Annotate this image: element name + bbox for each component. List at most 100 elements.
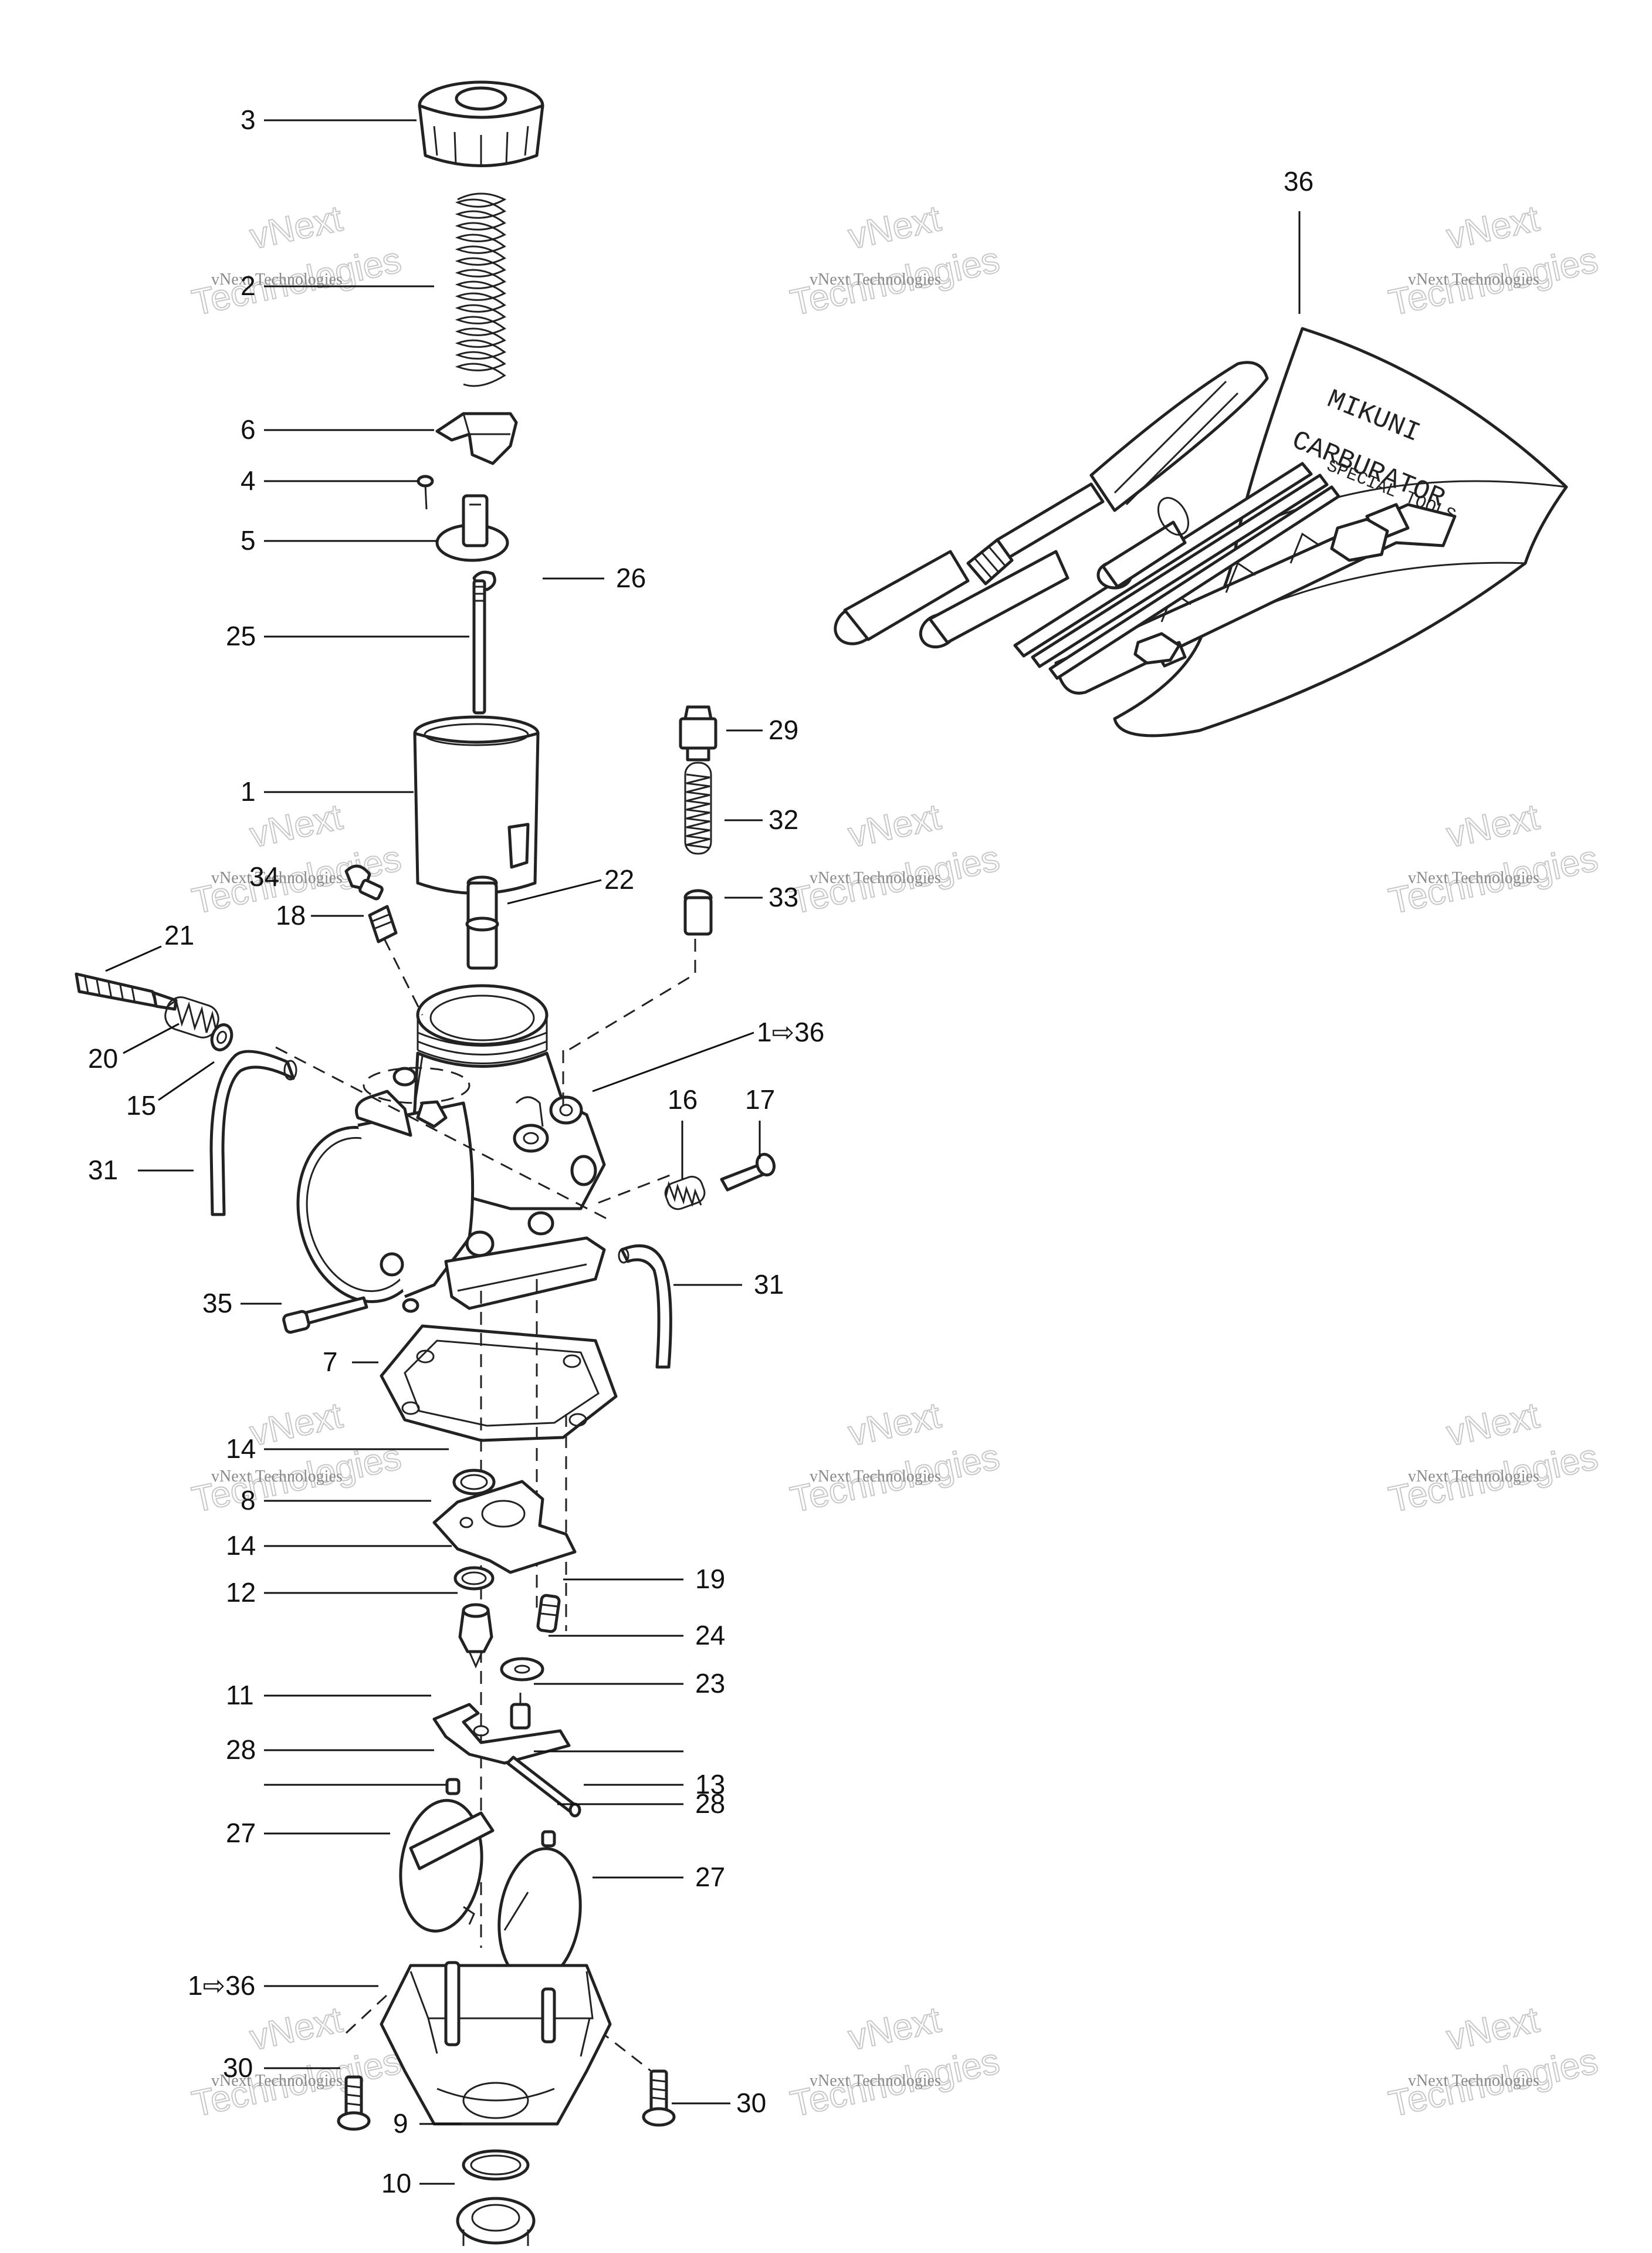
callout-33: 33 <box>769 882 798 912</box>
part-float-retainer-right <box>541 1830 556 1848</box>
part-air-screw-cap <box>683 889 713 936</box>
watermark-brand: vNext <box>246 797 346 855</box>
callout-5: 5 <box>241 525 256 556</box>
watermark-text: vNext Technologies <box>810 1467 941 1486</box>
watermark-text: vNext Technologies <box>211 1467 343 1486</box>
part-washer <box>210 1023 233 1051</box>
watermark-9: vNext Technologies vNext Technologies <box>1384 1395 1602 1521</box>
watermark-10: vNext Technologies vNext Technologies <box>188 1999 405 2125</box>
watermark-text: vNext Technologies <box>1408 270 1539 289</box>
watermark-text: vNext Technologies <box>1408 869 1539 887</box>
part-float-left <box>399 1799 495 1933</box>
callout-26: 26 <box>616 563 646 593</box>
callout-14-bottom: 14 <box>226 1530 256 1561</box>
watermark-brand: vNext <box>246 1395 346 1454</box>
watermark-8: vNext Technologies vNext Technologies <box>786 1395 1003 1521</box>
callout-14-top: 14 <box>226 1433 256 1464</box>
watermark-brand: vNext <box>246 198 346 257</box>
callout-8: 8 <box>241 1485 256 1515</box>
watermark-2: vNext Technologies vNext Technologies <box>786 198 1003 324</box>
callout-1: 1 <box>241 776 256 807</box>
callout-34: 34 <box>249 861 279 892</box>
callout-27-left: 27 <box>226 1818 256 1848</box>
watermark-brand: vNext <box>845 1395 944 1454</box>
part-vent-hose-right <box>618 1244 672 1369</box>
watermark-brand: vNext <box>845 2000 944 2058</box>
leader-lines <box>105 119 1301 2185</box>
watermark-brand: vNext <box>1443 797 1542 855</box>
part-chamber-screw-left <box>337 2075 371 2131</box>
callout-9: 9 <box>393 2108 408 2139</box>
part-idle-screw <box>75 972 178 1011</box>
callout-17: 17 <box>745 1084 775 1115</box>
watermark-text: vNext Technologies <box>1408 2072 1539 2090</box>
part-main-jet <box>458 1603 493 1669</box>
callout-1to36-bottom: 1⇨36 <box>188 1970 255 2001</box>
watermark-brand: vNext <box>1443 198 1542 257</box>
callout-12: 12 <box>226 1577 256 1608</box>
part-carburetor-body <box>296 984 606 1313</box>
watermark-6: vNext Technologies vNext Technologies <box>1384 796 1602 922</box>
callout-31-left: 31 <box>88 1155 118 1185</box>
parts: MIKUNI CARBURATOR SPECIAL TOOLS <box>75 80 1568 2246</box>
part-jet-needle <box>472 579 486 715</box>
part-float-chamber <box>380 1961 612 2126</box>
callout-30-left: 30 <box>223 2052 253 2083</box>
watermark-brand: vNext <box>845 198 944 257</box>
callout-3: 3 <box>241 104 256 135</box>
watermark-11: vNext Technologies vNext Technologies <box>786 1999 1003 2125</box>
watermark-brand: vNext <box>845 797 944 855</box>
callout-28-left: 28 <box>226 1734 256 1765</box>
callout-4: 4 <box>241 465 256 496</box>
callout-1to36-top: 1⇨36 <box>757 1017 824 1047</box>
part-pilot-screw <box>344 864 398 943</box>
callout-29: 29 <box>769 715 798 745</box>
watermark-text: vNext Technologies <box>1408 1467 1539 1486</box>
callout-10: 10 <box>381 2168 411 2198</box>
part-baffle-plate <box>432 1480 577 1574</box>
watermark-text: vNext Technologies <box>211 2072 343 2090</box>
callout-27-right: 27 <box>695 1862 725 1892</box>
part-drain-gasket <box>462 2149 530 2181</box>
part-chamber-screw-right <box>642 2069 676 2127</box>
callout-11: 11 <box>226 1680 254 1710</box>
callout-7: 7 <box>323 1347 338 1377</box>
callout-15: 15 <box>126 1090 156 1121</box>
callout-35: 35 <box>202 1288 232 1318</box>
part-float-arm <box>432 1703 571 1765</box>
part-fuel-screw <box>664 1152 776 1210</box>
part-vent-hose-left <box>209 1050 297 1216</box>
part-idle-spring <box>164 996 219 1038</box>
part-o-ring-bottom <box>453 1566 495 1591</box>
callout-24: 24 <box>695 1620 725 1650</box>
watermark-brand: vNext <box>1443 2000 1542 2058</box>
part-float-retainer-left <box>445 1778 461 1795</box>
callout-16: 16 <box>668 1084 698 1115</box>
part-spring <box>455 192 507 387</box>
callout-2: 2 <box>241 270 256 301</box>
part-needle-valve <box>510 1693 531 1730</box>
part-clip <box>435 412 518 465</box>
watermark-brand: vNext <box>1443 1395 1542 1454</box>
part-throttle-slide <box>413 715 540 895</box>
special-tools-kit: MIKUNI CARBURATOR SPECIAL TOOLS <box>834 327 1568 738</box>
callout-25: 25 <box>226 621 256 651</box>
callout-18: 18 <box>276 900 306 931</box>
callout-numbers: 3 2 6 4 5 26 25 1 29 32 34 22 33 18 21 2… <box>88 104 1314 2198</box>
callout-28-right: 28 <box>695 1788 725 1819</box>
part-needle-jet <box>465 875 499 970</box>
callout-19: 19 <box>695 1564 725 1594</box>
callout-13: 13 <box>695 1769 725 1799</box>
part-air-screw <box>679 705 717 762</box>
watermark-text: vNext Technologies <box>211 869 343 887</box>
callout-30-right: 30 <box>736 2088 766 2118</box>
callout-20: 20 <box>88 1043 118 1074</box>
part-pilot-jet <box>536 1594 561 1633</box>
callout-21: 21 <box>164 920 194 950</box>
part-float-pin <box>506 1755 581 1818</box>
watermark-1: vNext Technologies vNext Technologies <box>188 198 405 324</box>
part-gasket <box>380 1324 618 1442</box>
callout-36: 36 <box>1284 166 1314 197</box>
part-washer-24 <box>500 1657 544 1682</box>
part-needle-holder <box>435 494 509 562</box>
